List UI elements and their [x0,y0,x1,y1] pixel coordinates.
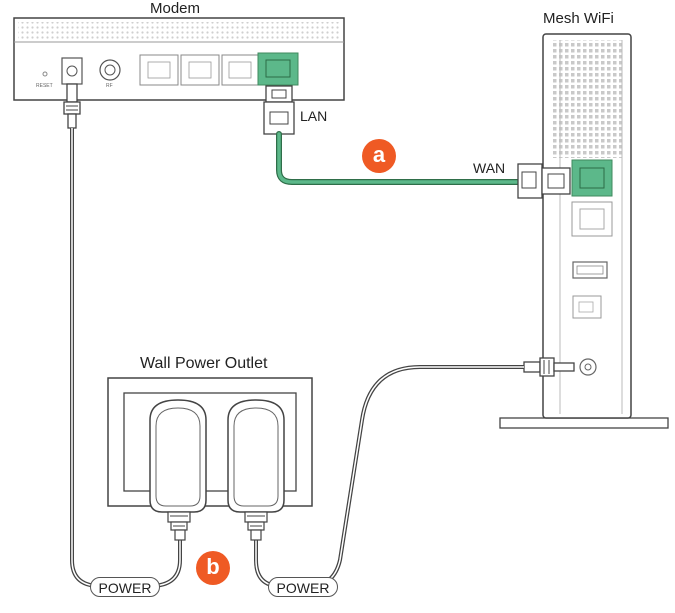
rf-port [99,59,121,81]
step-a-badge: a [362,139,396,173]
lan-label: LAN [300,108,328,124]
modem-lan-port-active [257,52,299,86]
wan-label: WAN [473,160,506,176]
power-label-left: POWER [90,577,160,597]
mesh-aux-port [572,295,602,319]
lan-plug [263,85,295,135]
mesh-power-jack [579,358,597,376]
outlet-title: Wall Power Outlet [140,355,268,372]
modem-title: Modem [150,0,201,17]
power-label-right: POWER [268,577,338,597]
modem-lan-ports [139,52,299,86]
modem-power-plug [63,83,81,129]
mesh-usb-port [572,261,608,279]
modem-device [13,17,345,101]
mesh-title: Mesh WiFi [543,10,614,27]
step-b-badge: b [196,551,230,585]
mesh-power-plug [523,357,575,377]
mesh-lan-port [571,201,613,237]
mesh-wan-port [571,159,613,197]
wan-plug [517,163,571,199]
mesh-stand [499,417,669,429]
right-power-adapter [227,399,285,541]
mesh-wifi-device [499,33,669,429]
rf-label: RF [106,83,113,89]
reset-button [42,71,48,77]
left-power-adapter [149,399,207,541]
reset-label: RESET [36,83,53,89]
modem-power-jack [61,57,83,85]
